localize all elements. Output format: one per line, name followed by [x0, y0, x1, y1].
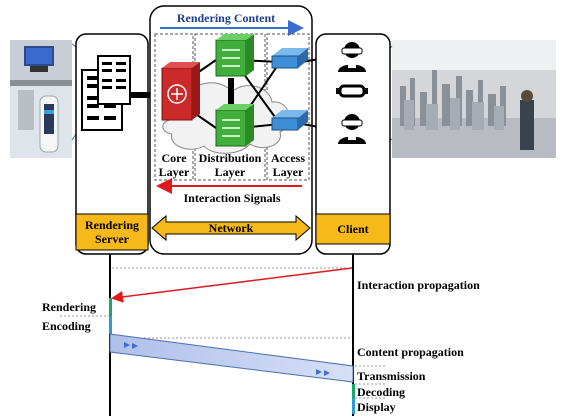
display-label: Display	[357, 400, 396, 414]
rendering-server-label-line2: Server	[95, 232, 130, 246]
timeline-dotted-lines	[60, 267, 385, 399]
encoding-label: Encoding	[42, 319, 91, 333]
network-label-bar	[151, 214, 311, 242]
access-switch-icon	[271, 48, 308, 69]
core-layer-label-line1: Core	[161, 151, 187, 165]
decoding-accent	[352, 384, 355, 398]
distribution-switch-icon	[215, 34, 254, 77]
distribution-switch-icon	[215, 104, 254, 147]
distribution-layer-label-line2: Layer	[215, 165, 246, 179]
vr-headset-icon	[336, 84, 368, 98]
rendering-server-label-line1: Rendering	[85, 218, 139, 232]
core-layer-label-line2: Layer	[159, 165, 190, 179]
client-label: Client	[337, 222, 368, 236]
server-core-link	[130, 92, 162, 98]
decoding-label: Decoding	[357, 385, 405, 399]
distribution-layer-label-line1: Distribution	[199, 151, 262, 165]
interaction-propagation-label: Interaction propagation	[357, 278, 480, 292]
encoding-accent	[109, 316, 112, 334]
server-label-box	[75, 213, 149, 251]
rendering-label: Rendering	[42, 300, 96, 314]
content-propagation-label: Content propagation	[357, 345, 464, 359]
rendering-content-label: Rendering Content	[177, 11, 275, 25]
access-layer-label-line1: Access	[271, 151, 305, 165]
transmission-label: Transmission	[357, 369, 426, 383]
vr-user-icon	[338, 42, 366, 72]
access-switch-icon	[271, 110, 308, 131]
vr-user-icon	[338, 114, 366, 144]
display-accent	[352, 398, 355, 414]
client-label-box	[315, 213, 391, 245]
network-label: Network	[209, 221, 254, 235]
content-propagation-band	[109, 333, 354, 383]
core-router-icon	[161, 62, 200, 121]
distribution-link	[228, 78, 234, 112]
rendering-accent	[109, 298, 112, 316]
interaction-signals-label: Interaction Signals	[183, 191, 280, 205]
interaction-propagation-arrow	[111, 267, 353, 303]
access-layer-label-line2: Layer	[273, 165, 304, 179]
server-photo	[10, 40, 72, 158]
content-chevrons	[124, 342, 330, 376]
server-rack-icon	[81, 55, 131, 131]
client-photo	[392, 40, 556, 158]
